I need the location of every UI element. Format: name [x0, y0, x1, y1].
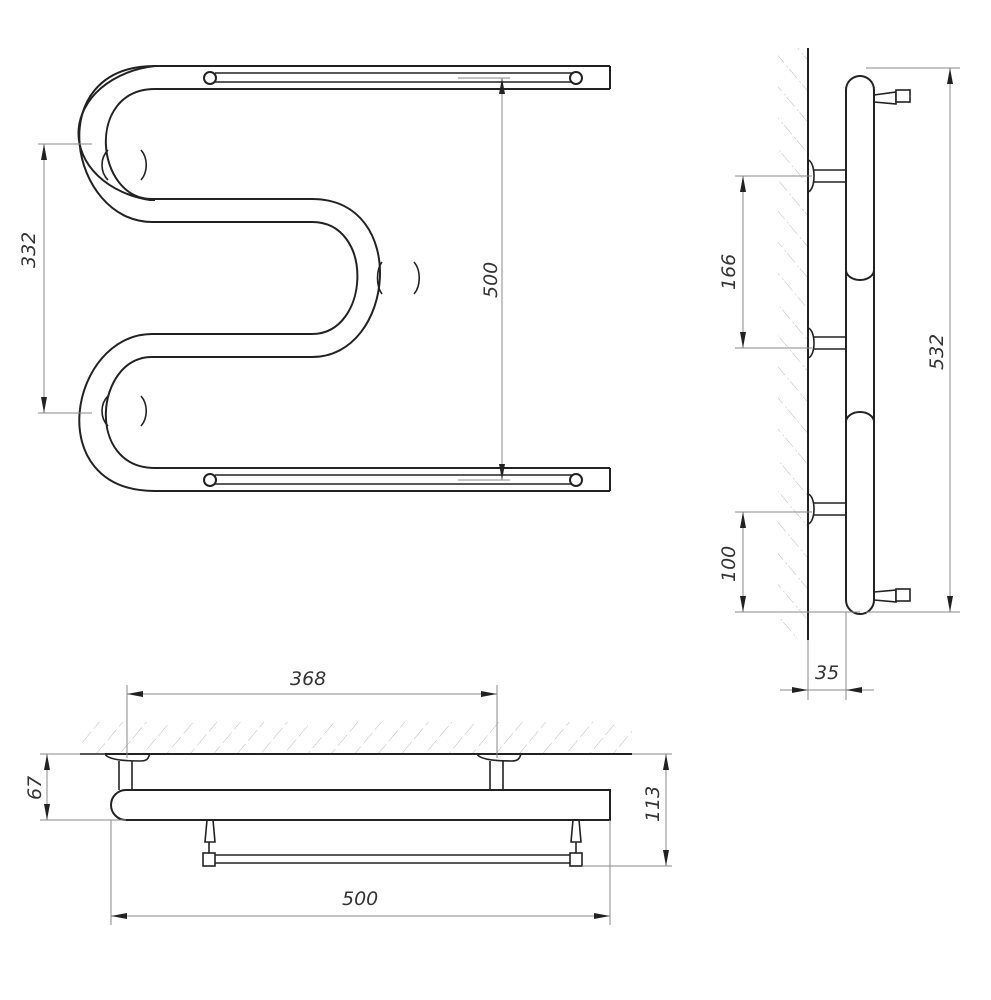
top-bar-slot	[203, 71, 583, 85]
side-pipe	[845, 75, 875, 615]
wall-hatch-top	[80, 722, 632, 754]
top-view	[40, 685, 672, 925]
wall-hatch	[778, 48, 808, 638]
side-dimension-lines	[735, 67, 960, 700]
front-dimensions	[38, 77, 510, 481]
front-view	[77, 65, 611, 492]
bracket-flanges	[101, 149, 421, 427]
side-brackets	[807, 89, 911, 603]
side-view	[735, 48, 960, 700]
bottom-bar-slot	[203, 473, 583, 487]
